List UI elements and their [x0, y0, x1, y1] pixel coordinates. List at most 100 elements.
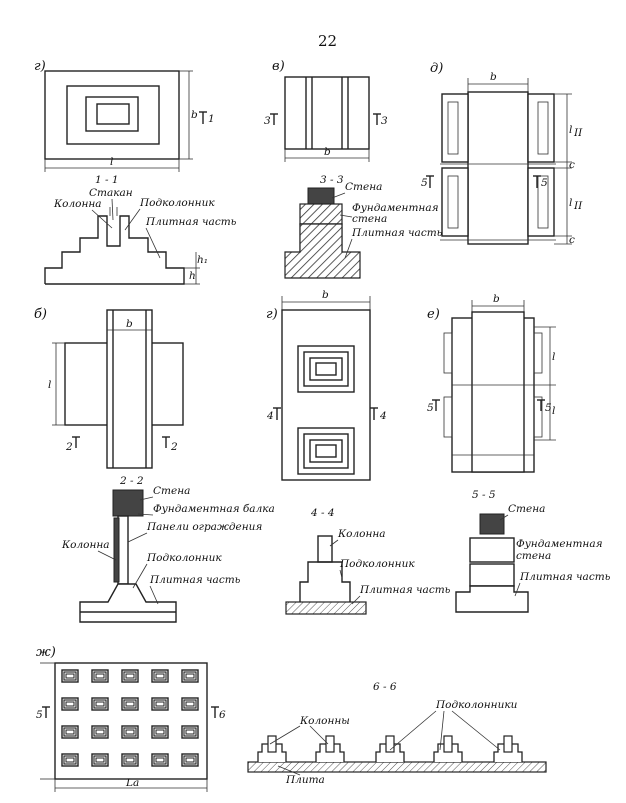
panel-d-mark-left: 5 [421, 177, 428, 189]
callout-found-wall-v-1: Фундаментная [352, 202, 439, 214]
callout-slab-b: Плитная часть [149, 574, 241, 586]
column-footing-mark [91, 725, 109, 739]
column-footing-mark [183, 671, 197, 681]
section-6-6-title: 6 - 6 [373, 681, 397, 693]
callout-slab-v: Плитная часть [351, 227, 443, 239]
callout-column-a: Колонна [53, 198, 102, 210]
column-footing-mark [95, 701, 105, 707]
column-footing-mark [65, 701, 75, 707]
column-footing-mark [181, 753, 199, 767]
column-footing-mark [95, 673, 105, 679]
panel-a: г) l b 1 1 - 1 Стакан Колонна Подколонни… [34, 59, 237, 285]
callout-plinth-b: Подколонник [146, 552, 222, 564]
column-footing-mark [63, 755, 77, 765]
callout-plinth-a: Подколонник [139, 197, 215, 209]
panel-e-label: е) [427, 307, 440, 322]
callout-slab-g: Плитная часть [359, 584, 451, 596]
column-footing-mark [61, 725, 79, 739]
column-footing-mark [185, 673, 195, 679]
column-footing-mark [61, 669, 79, 683]
column-footing-mark [181, 669, 199, 683]
dim-h1: h₁ [197, 254, 208, 266]
column-footing-mark [93, 755, 107, 765]
callout-slab-zh: Плита [285, 774, 325, 786]
column-footing-mark [155, 729, 165, 735]
panel-zh-mark-left: 5 [36, 709, 43, 721]
panel-e-mark-left: 5 [427, 402, 434, 414]
column-footing-mark [151, 697, 169, 711]
column-footing-mark [61, 753, 79, 767]
column-footing-mark [185, 729, 195, 735]
panel-g-dim-b: b [322, 289, 329, 301]
column-footing-mark [125, 673, 135, 679]
column-footing-mark [153, 755, 167, 765]
callout-column-b: Колонна [61, 539, 110, 551]
column-section [267, 735, 277, 753]
column-footing-mark [183, 727, 197, 737]
column-footing-mark [183, 699, 197, 709]
dim-h: h [189, 270, 196, 282]
panel-v-dim-b: b [324, 146, 331, 158]
svg-text:II: II [573, 127, 583, 139]
column-footing-mark [63, 699, 77, 709]
column-footing-mark [155, 757, 165, 763]
column-footing-mark [123, 699, 137, 709]
page-number: 22 [318, 32, 337, 50]
section-3-3-title: 3 - 3 [320, 174, 344, 186]
column-footing-mark [65, 673, 75, 679]
column-footing-mark [183, 755, 197, 765]
panel-d: д) b l II c l II c 5 5 [421, 61, 583, 246]
column-footing-mark [65, 757, 75, 763]
panel-e-dim-l1: l [552, 351, 555, 363]
column-footing-mark [123, 727, 137, 737]
column-footing-mark [95, 757, 105, 763]
panel-zh-mark-right: 6 [219, 709, 226, 721]
column-footing-mark [123, 755, 137, 765]
section-5-5-title: 5 - 5 [472, 489, 496, 501]
section-1-1-title: 1 - 1 [95, 174, 119, 186]
column-footing-mark [121, 753, 139, 767]
plinth-row [257, 735, 523, 762]
panel-b-label: б) [34, 307, 47, 322]
section-2-2-title: 2 - 2 [119, 475, 144, 487]
column-footing-mark [121, 697, 139, 711]
column-footing-mark [153, 699, 167, 709]
column-footing-mark [121, 725, 139, 739]
panel-b-dim-l: l [48, 379, 51, 391]
column-footing-mark [151, 725, 169, 739]
column-footing-mark [123, 671, 137, 681]
panel-b-mark-right: 2 [170, 441, 178, 453]
panel-v: в) b 3 3 3 - 3 Стена Фундаментная стена … [264, 59, 443, 279]
panel-g-mark-right: 4 [379, 410, 387, 422]
callout-found-wall-e-2: стена [516, 550, 551, 562]
panel-e-dim-l2: l [552, 405, 555, 417]
column-footing-mark [155, 701, 165, 707]
panel-v-mark-left: 3 [264, 115, 271, 127]
column-footing-mark [181, 697, 199, 711]
column-footing-mark [151, 753, 169, 767]
column-grid [61, 669, 199, 767]
panel-d-dim-l1: l [569, 124, 572, 136]
column-section [443, 735, 453, 753]
callout-panels-b: Панели ограждения [146, 521, 262, 533]
panel-b-mark-left: 2 [65, 441, 73, 453]
panel-d-dim-c1: c [569, 159, 575, 171]
column-footing-mark [185, 757, 195, 763]
panel-a-outer-rect [44, 70, 180, 160]
panel-g: г) b 4 4 4 - 4 Колонна Подколонник Плитн… [266, 289, 451, 615]
panel-zh-label: ж) [36, 645, 56, 660]
column-footing-mark [153, 671, 167, 681]
callout-wall-e: Стена [508, 503, 545, 515]
panel-d-dim-l2: l [569, 197, 572, 209]
column-footing-mark [155, 673, 165, 679]
column-footing-mark [125, 701, 135, 707]
callout-slab-e: Плитная часть [519, 571, 611, 583]
callout-columns: Колонны [299, 715, 350, 727]
panel-d-dim-c2: c [569, 234, 575, 246]
panel-b: б) b l 2 2 2 - 2 Стена Фундаментная балк… [34, 307, 275, 623]
callout-plinth-g: Подколонник [339, 558, 415, 570]
callout-glass: Стакан [89, 187, 133, 199]
callout-column-g: Колонна [337, 528, 386, 540]
panel-d-dim-b: b [490, 71, 497, 83]
